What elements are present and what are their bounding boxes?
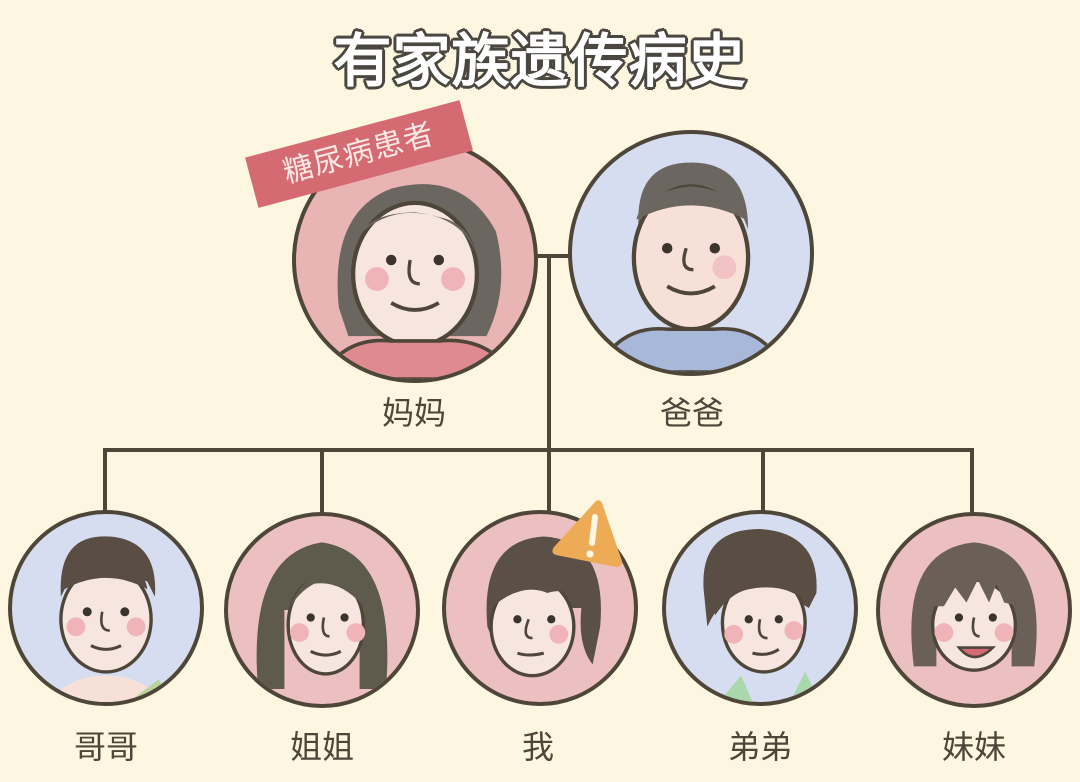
label-father: 爸爸 <box>659 394 724 432</box>
avatar-older-sister <box>224 512 420 708</box>
connector-older-brother <box>103 448 107 518</box>
label-younger-brother: 弟弟 <box>727 728 792 766</box>
connector-younger-sister <box>970 448 974 518</box>
avatar-older-brother <box>8 510 204 706</box>
connector-younger-brother <box>761 448 765 518</box>
me-face-icon <box>486 536 601 678</box>
father-face-icon <box>593 162 789 372</box>
label-older-brother: 哥哥 <box>73 728 138 766</box>
connector-me <box>547 448 551 518</box>
label-me: 我 <box>521 728 554 766</box>
connector-siblings <box>103 448 974 452</box>
avatar-father <box>568 130 814 376</box>
mother-face-icon <box>317 184 518 379</box>
avatar-younger-brother <box>662 510 858 706</box>
label-mother: 妈妈 <box>381 394 446 432</box>
warning-icon <box>552 500 622 567</box>
label-younger-sister: 妹妹 <box>941 728 1006 766</box>
avatar-younger-sister <box>876 512 1072 708</box>
younger-sister-face-icon <box>911 542 1037 672</box>
label-older-sister: 姐姐 <box>289 728 354 766</box>
connector-older-sister <box>320 448 324 518</box>
connector-trunk <box>547 254 551 454</box>
connector-parents <box>534 254 584 258</box>
younger-brother-face-icon <box>703 529 821 702</box>
page-title: 有家族遗传病史 <box>332 26 747 97</box>
older-sister-face-icon <box>256 542 388 689</box>
older-brother-face-icon <box>49 536 174 702</box>
